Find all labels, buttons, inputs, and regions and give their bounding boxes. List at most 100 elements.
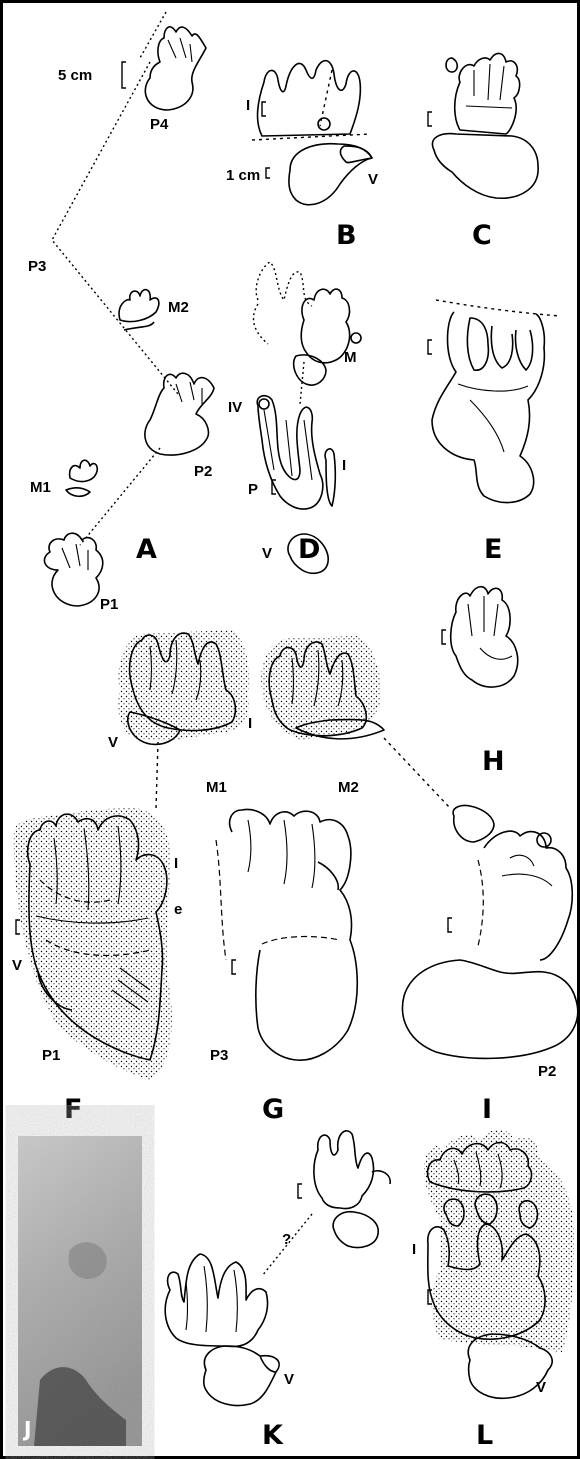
i-heel xyxy=(402,960,577,1058)
k-pes xyxy=(165,1254,267,1346)
i-digit-lines xyxy=(502,855,552,886)
k-digits xyxy=(186,1266,237,1332)
g-dashed-edge xyxy=(216,840,226,960)
panel-label-b: B xyxy=(336,220,357,251)
m2-heel xyxy=(124,322,154,330)
b-pes xyxy=(289,144,372,205)
m2-print xyxy=(119,290,159,322)
b-manus xyxy=(258,61,361,136)
panel-k: ? V K xyxy=(165,1131,390,1451)
l-stipple xyxy=(424,1130,574,1353)
label-p3-g: P3 xyxy=(210,1047,228,1064)
b-scale-bar xyxy=(262,102,266,116)
c-manus xyxy=(455,53,520,134)
panel-d: M IV I P V D xyxy=(228,262,361,573)
label-p3: P3 xyxy=(28,258,46,275)
scale-label-5cm: 5 cm xyxy=(58,67,92,84)
l-label-i: I xyxy=(412,1241,416,1258)
m1-heel xyxy=(66,488,90,496)
e-pad-lines xyxy=(458,384,528,452)
b-digit-i xyxy=(318,118,330,130)
f-label-v-m1: V xyxy=(108,734,118,751)
d-pes-digits xyxy=(264,410,312,480)
e-digit xyxy=(515,330,532,370)
panel-a-trackway: 5 cm P4 P3 M2 P2 M1 P1 A xyxy=(28,12,214,613)
k-manus-digit xyxy=(372,1171,390,1184)
trackway-line xyxy=(140,12,166,58)
panel-label-k: K xyxy=(262,1420,284,1451)
h-digits xyxy=(468,596,512,659)
d-manus-heel xyxy=(294,355,326,385)
panel-label-c: C xyxy=(472,220,492,251)
panel-g: P3 G xyxy=(210,810,357,1125)
i-dashed xyxy=(478,860,483,946)
p2-print xyxy=(145,373,214,455)
k-scale-bar xyxy=(298,1184,302,1198)
k-heel xyxy=(204,1346,279,1405)
label-p2: P2 xyxy=(194,463,212,480)
f-link-line xyxy=(156,742,158,808)
panel-label-h: H xyxy=(482,746,505,777)
l-label-v: V xyxy=(536,1379,546,1396)
trackway-line xyxy=(52,62,178,394)
label-p1: P1 xyxy=(100,596,118,613)
panel-label-d: D xyxy=(298,534,320,565)
panel-l: I V L xyxy=(412,1130,574,1452)
m2-print-group: M2 xyxy=(261,636,450,808)
label-m2: M2 xyxy=(168,299,189,316)
m2-link-line xyxy=(384,738,450,808)
p1-print xyxy=(44,533,102,606)
c-digits xyxy=(466,64,512,108)
label-p1-f: P1 xyxy=(42,1047,60,1064)
p1-digits xyxy=(62,544,88,570)
panel-label-f: F xyxy=(64,1094,82,1125)
label-m1: M1 xyxy=(30,479,51,496)
e-scale-bar xyxy=(428,340,432,354)
d-faint-edge xyxy=(253,304,268,344)
d-digit xyxy=(351,333,361,343)
label-m2-group: M2 xyxy=(338,779,359,796)
i-print-upper xyxy=(484,831,572,960)
b-scale-bar-1cm xyxy=(266,168,270,178)
g-digits xyxy=(248,820,315,888)
d-manus xyxy=(301,289,349,363)
panel-label-g: G xyxy=(262,1094,284,1125)
h-scale-bar xyxy=(442,630,446,644)
panel-label-e: E xyxy=(484,534,502,565)
d-label-i: I xyxy=(342,457,346,474)
i-scale-bar xyxy=(448,918,452,932)
p4-digits xyxy=(168,38,192,62)
trackway-line xyxy=(80,448,160,545)
f-label-i: I xyxy=(174,855,178,872)
d-label-v: V xyxy=(262,545,272,562)
panel-label-j: J xyxy=(22,1417,31,1441)
panel-label-a: A xyxy=(136,534,157,565)
k-manus xyxy=(314,1131,374,1209)
d-faint-manus xyxy=(256,262,312,306)
panel-e: E xyxy=(428,300,560,565)
b-label-i: I xyxy=(246,97,250,114)
d-label-iv: IV xyxy=(228,399,242,416)
c-digit-i xyxy=(446,58,457,72)
f-stipple xyxy=(14,808,172,1080)
panel-c: C xyxy=(428,53,538,251)
g-inner-contour xyxy=(262,937,340,944)
k-heel-digit xyxy=(260,1356,276,1372)
i-digit xyxy=(453,805,494,842)
scale-label-1cm: 1 cm xyxy=(226,167,260,184)
g-scale-bar xyxy=(232,960,236,974)
c-pes xyxy=(432,134,538,199)
d-label-m: M xyxy=(344,349,357,366)
d-label-p: P xyxy=(248,481,258,498)
d-digit-iv xyxy=(259,399,269,409)
g-digit-edge xyxy=(318,862,338,890)
p2-digits xyxy=(176,382,202,404)
panel-h: H xyxy=(442,587,518,777)
m2-stipple xyxy=(261,636,381,740)
m1-stipple xyxy=(118,630,249,741)
label-m1-f: M1 xyxy=(206,779,227,796)
m1-print xyxy=(70,460,98,481)
e-digit xyxy=(467,318,488,370)
panel-j-photo: J xyxy=(18,1136,142,1446)
